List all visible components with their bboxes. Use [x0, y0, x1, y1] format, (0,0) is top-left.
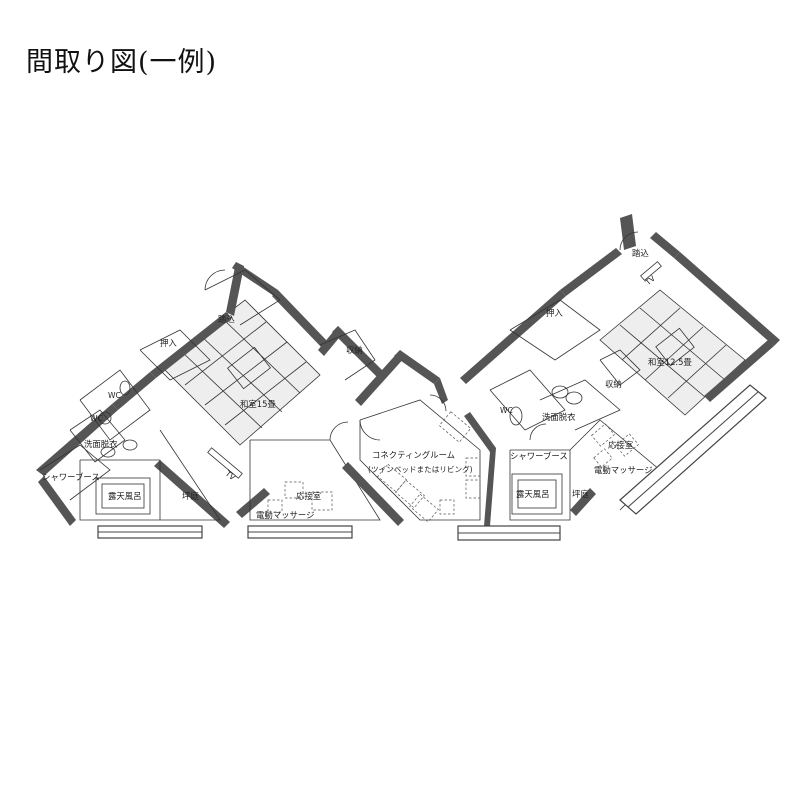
left-bathtub-inner — [101, 483, 145, 509]
right-label-reception: 応接室 — [608, 440, 633, 450]
left-label-wc-upper: WC — [108, 391, 121, 400]
left-label-washroom: 洗面脱衣 — [84, 439, 118, 449]
middle-partitions — [359, 394, 481, 521]
right-partitions — [489, 231, 662, 521]
left-label-closet: 押入 — [160, 338, 177, 348]
left-label-washitsu: 和室15畳 — [240, 399, 276, 409]
left-label-wc-lower: WC — [90, 414, 103, 423]
right-washitsu-floor — [599, 289, 746, 416]
left-bathtub — [95, 477, 151, 515]
left-label-bath: 露天風呂 — [108, 491, 142, 501]
middle-furniture — [377, 411, 481, 523]
left-tatami-grid — [179, 317, 307, 429]
right-bathtub — [511, 473, 563, 515]
left-label-massage: 電動マッサージ — [256, 510, 314, 520]
left-label-garden: 坪庭 — [182, 491, 199, 501]
right-label-closet: 押入 — [546, 308, 563, 318]
right-label-washroom: 洗面脱衣 — [542, 412, 576, 422]
left-label-entry: 踏込 — [218, 314, 235, 324]
right-label-entry: 踏込 — [632, 248, 649, 258]
left-exterior-walls — [36, 262, 384, 528]
middle-exterior-walls — [342, 350, 496, 526]
left-reception-furniture — [267, 481, 333, 513]
left-partitions — [39, 269, 381, 521]
right-label-bath: 露天風呂 — [516, 489, 550, 499]
right-label-massage: 電動マッサージ — [594, 465, 652, 475]
right-tatami-grid — [619, 307, 727, 399]
middle-label-room-note: (ツインベッドまたはリビング) — [368, 464, 473, 474]
left-unit: 踏込 押入 収納 和室15畳 WC WC 洗面脱衣 シャワーブース 露天風呂 坪… — [36, 262, 384, 539]
left-label-reception: 応接室 — [296, 491, 321, 501]
left-label-tv: TV — [223, 468, 238, 482]
right-reception-furniture — [591, 423, 639, 468]
right-label-shower: シャワーブース — [510, 451, 568, 461]
right-label-tv: TV — [643, 273, 658, 287]
right-bathtub-inner — [517, 479, 557, 509]
right-label-washitsu: 和室12.5畳 — [648, 357, 692, 367]
right-label-wc: WC — [500, 406, 513, 415]
right-exterior-walls — [460, 214, 780, 516]
left-label-storage: 収納 — [346, 345, 363, 355]
right-label-garden: 坪庭 — [572, 489, 589, 499]
middle-unit: コネクティングルーム (ツインベッドまたはリビング) — [342, 350, 496, 526]
page-title: 間取り図(一例) — [26, 47, 218, 78]
left-label-shower: シャワーブース — [42, 472, 100, 482]
right-unit: 踏込 押入 収納 和室12.5畳 WC 洗面脱衣 シャワーブース 露天風呂 坪庭… — [457, 214, 780, 541]
right-label-storage: 収納 — [605, 379, 622, 389]
middle-label-room: コネクティングルーム — [372, 450, 455, 460]
